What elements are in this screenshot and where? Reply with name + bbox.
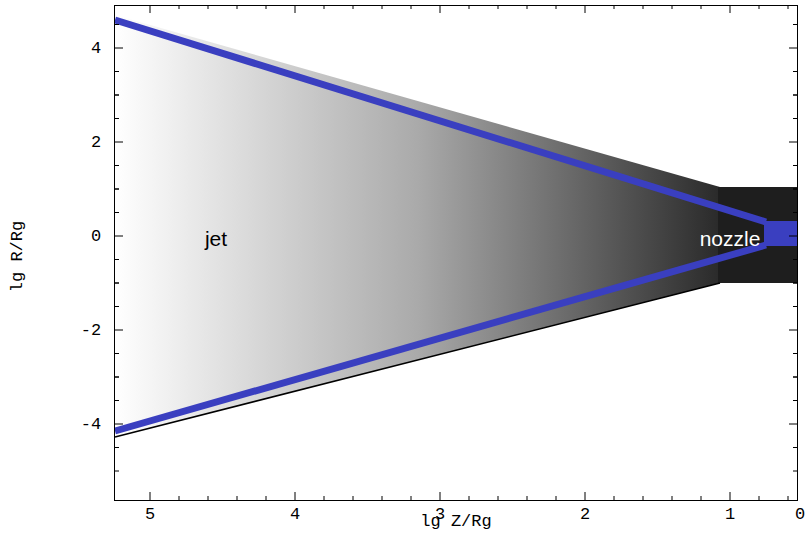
tick: [115, 189, 119, 190]
tick: [324, 496, 325, 500]
tick-label: 0: [91, 228, 101, 245]
tick: [115, 330, 123, 331]
tick: [730, 5, 731, 13]
tick: [115, 142, 123, 143]
tick: [793, 377, 797, 378]
tick: [793, 259, 797, 260]
tick: [115, 95, 119, 96]
jet-cone: [115, 15, 720, 437]
tick: [789, 424, 797, 425]
tick: [440, 5, 441, 13]
tick: [115, 259, 119, 260]
tick: [793, 71, 797, 72]
tick-label: 2: [91, 134, 101, 151]
region-label: jet: [205, 228, 227, 249]
tick: [498, 496, 499, 500]
tick-label: 1: [725, 506, 735, 523]
tick-label: -4: [81, 416, 101, 433]
tick: [179, 496, 180, 500]
tick: [793, 471, 797, 472]
tick: [266, 496, 267, 500]
tick: [585, 5, 586, 13]
tick: [115, 48, 123, 49]
tick: [115, 424, 123, 425]
tick: [793, 118, 797, 119]
tick-label: 2: [580, 506, 590, 523]
tick-label: 4: [91, 40, 101, 57]
tick-label: 0: [795, 506, 805, 523]
tick: [614, 496, 615, 500]
tick: [115, 283, 119, 284]
tick: [556, 496, 557, 500]
tick: [237, 496, 238, 500]
tick: [643, 496, 644, 500]
tick: [115, 377, 119, 378]
tick: [793, 165, 797, 166]
tick: [115, 95, 119, 96]
tick: [353, 496, 354, 500]
tick: [115, 189, 119, 190]
tick: [115, 71, 119, 72]
tick: [115, 447, 119, 448]
region-label: nozzle: [700, 228, 761, 249]
jet-boundary: [115, 283, 720, 437]
tick: [295, 492, 296, 500]
tick: [793, 95, 797, 96]
nozzle-band: [764, 221, 798, 246]
jet-edge-bottom: [115, 245, 766, 431]
tick: [440, 492, 441, 500]
tick: [115, 212, 119, 213]
tick: [793, 189, 797, 190]
axis-title: lg R/Rg: [10, 220, 27, 291]
tick: [793, 447, 797, 448]
tick: [789, 330, 797, 331]
tick-label: -2: [81, 322, 101, 339]
tick: [793, 95, 797, 96]
axis-ticks: [115, 5, 797, 500]
tick: [793, 24, 797, 25]
tick: [788, 496, 789, 500]
tick: [701, 496, 702, 500]
tick: [295, 5, 296, 13]
tick: [672, 496, 673, 500]
tick: [793, 212, 797, 213]
tick: [150, 492, 151, 500]
tick: [759, 496, 760, 500]
tick-label: 4: [290, 506, 300, 523]
tick: [115, 165, 119, 166]
tick: [115, 283, 119, 284]
tick: [115, 400, 119, 401]
tick: [115, 306, 119, 307]
jet-edge-top: [115, 20, 766, 222]
tick: [150, 5, 151, 13]
tick: [115, 353, 119, 354]
tick: [793, 189, 797, 190]
tick: [730, 492, 731, 500]
tick: [115, 377, 119, 378]
tick-label: 5: [145, 506, 155, 523]
tick: [793, 283, 797, 284]
tick: [469, 496, 470, 500]
tick: [382, 496, 383, 500]
tick: [793, 400, 797, 401]
plot-frame: [115, 6, 798, 501]
tick: [115, 24, 119, 25]
tick: [208, 496, 209, 500]
tick: [585, 492, 586, 500]
tick: [789, 236, 797, 237]
axis-title: lg Z/Rg: [420, 513, 491, 530]
tick: [793, 377, 797, 378]
tick: [115, 118, 119, 119]
tick: [115, 236, 123, 237]
tick: [793, 283, 797, 284]
tick: [793, 353, 797, 354]
tick: [115, 471, 119, 472]
tick: [789, 48, 797, 49]
tick: [793, 306, 797, 307]
tick: [789, 142, 797, 143]
tick: [411, 496, 412, 500]
tick: [527, 496, 528, 500]
